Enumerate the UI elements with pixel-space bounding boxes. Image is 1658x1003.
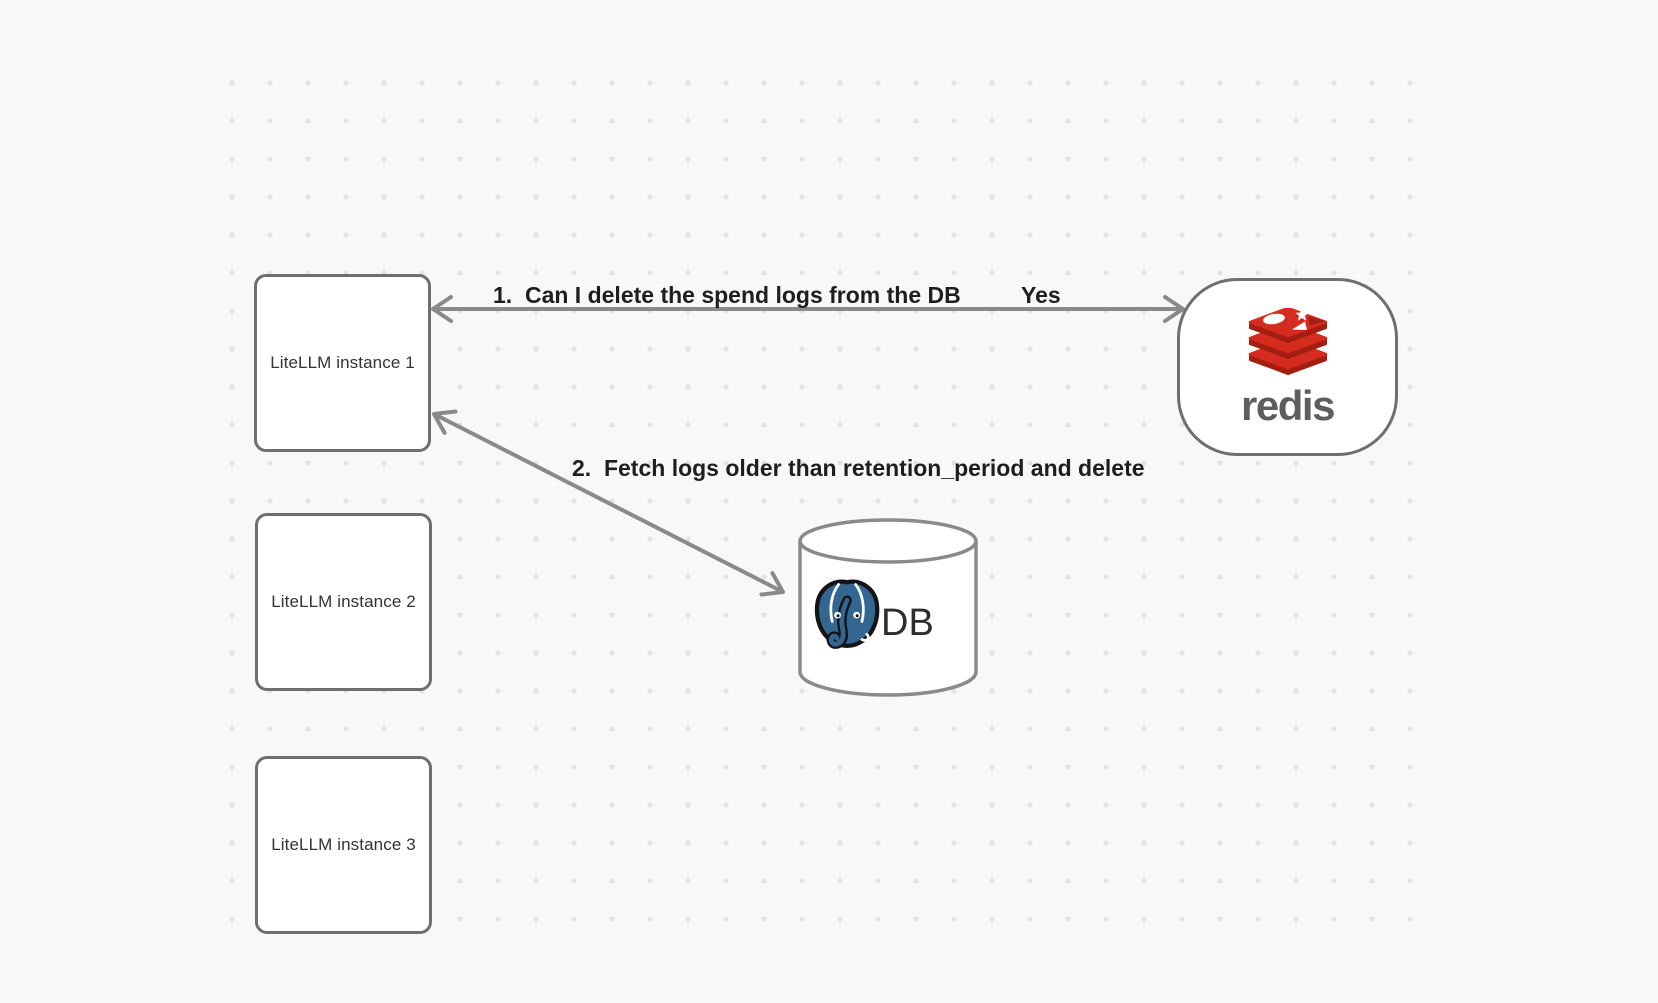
redis-wordmark: redis	[1241, 381, 1335, 429]
node-label: LiteLLM instance 3	[271, 835, 416, 854]
node-redis[interactable]: redis	[1177, 278, 1398, 456]
node-label: LiteLLM instance 1	[270, 353, 415, 372]
db-label: DB	[881, 602, 934, 644]
node-database[interactable]: DB	[795, 515, 981, 699]
postgresql-logo-icon	[814, 579, 880, 649]
node-litellm-instance-1[interactable]: LiteLLM instance 1	[254, 274, 431, 452]
node-litellm-instance-2[interactable]: LiteLLM instance 2	[255, 513, 432, 691]
arrow1-label[interactable]: 1. Can I delete the spend logs from the …	[493, 282, 961, 308]
cylinder-top	[798, 518, 978, 564]
arrow-instance1-db[interactable]	[432, 409, 785, 597]
redis-logo-icon	[1248, 307, 1327, 375]
node-label: LiteLLM instance 2	[271, 592, 416, 611]
cylinder-body	[798, 541, 978, 697]
node-litellm-instance-3[interactable]: LiteLLM instance 3	[255, 756, 432, 934]
arrow1-response-label[interactable]: Yes	[1021, 282, 1061, 308]
arrow2-label[interactable]: 2. Fetch logs older than retention_perio…	[572, 455, 1145, 481]
